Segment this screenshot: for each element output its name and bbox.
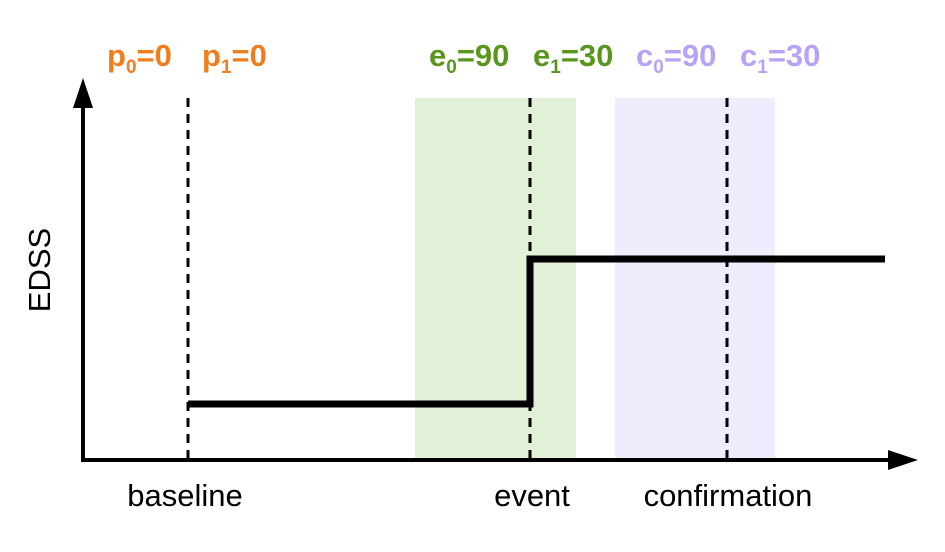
param-p0-letter: p	[107, 38, 126, 73]
param-c1-value: =30	[768, 38, 821, 73]
param-p1-letter: p	[202, 38, 221, 73]
param-p1-label: p1=0	[202, 38, 267, 78]
event-label: event	[494, 478, 570, 513]
param-c0-letter: c	[636, 38, 653, 73]
event-window-band	[415, 98, 576, 460]
edss-step-line	[188, 255, 885, 408]
param-c0-label: c0=90	[636, 38, 716, 78]
y-axis-label: EDSS	[22, 228, 57, 312]
y-axis-arrowhead	[73, 78, 93, 108]
param-e0-value: =90	[457, 38, 510, 73]
param-c1-label: c1=30	[740, 38, 820, 78]
param-c0-subscript: 0	[653, 57, 664, 78]
param-e0-subscript: 0	[446, 57, 457, 78]
param-e0-label: e0=90	[429, 38, 509, 78]
confirmation-window-band	[615, 98, 775, 460]
param-p0-value: =0	[137, 38, 172, 73]
param-e1-label: e1=30	[533, 38, 613, 78]
param-p0-label: p0=0	[107, 38, 172, 78]
param-e1-value: =30	[561, 38, 614, 73]
param-c1-letter: c	[740, 38, 757, 73]
baseline-label: baseline	[127, 478, 242, 513]
param-p0-subscript: 0	[126, 57, 137, 78]
param-p1-value: =0	[232, 38, 267, 73]
param-e0-letter: e	[429, 38, 446, 73]
param-p1-subscript: 1	[221, 57, 232, 78]
param-e1-subscript: 1	[550, 57, 561, 78]
param-e1-letter: e	[533, 38, 550, 73]
confirmation-label: confirmation	[644, 478, 813, 513]
x-axis-arrowhead	[888, 450, 918, 470]
param-c0-value: =90	[664, 38, 717, 73]
param-c1-subscript: 1	[757, 57, 768, 78]
